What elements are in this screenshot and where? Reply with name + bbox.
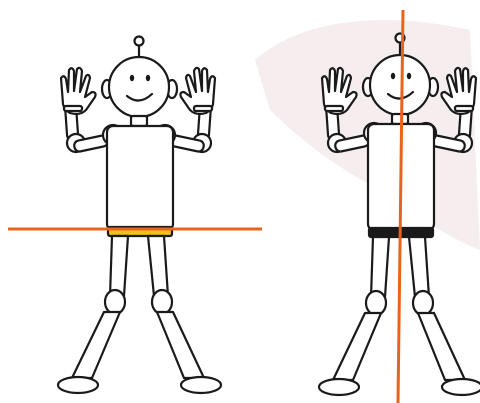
left-foot: [319, 379, 359, 395]
right-foot: [442, 379, 480, 395]
neck: [392, 114, 408, 124]
left-foot: [58, 377, 98, 393]
neck: [131, 116, 147, 126]
torso: [107, 126, 173, 230]
head: [109, 57, 169, 117]
head: [370, 55, 430, 115]
right-foot: [181, 377, 221, 393]
